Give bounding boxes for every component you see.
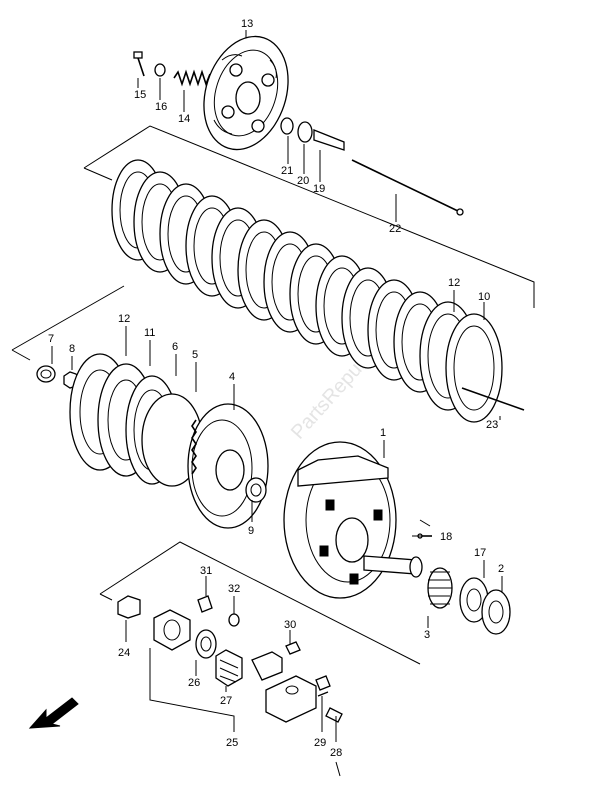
callout-16: 16	[155, 101, 167, 113]
front-direction-arrow-icon	[28, 697, 79, 729]
frame-upper	[83, 125, 535, 308]
callout-28: 28	[330, 747, 342, 759]
thrust-washer-part	[245, 477, 267, 503]
callout-5: 5	[192, 349, 198, 361]
callout-3: 3	[424, 629, 430, 641]
callout-1: 1	[380, 427, 386, 439]
pressure-plate-group	[133, 35, 464, 216]
washer-21-part	[280, 117, 294, 135]
oil-seal-part	[36, 365, 56, 383]
boot-part	[215, 649, 243, 687]
bleeder-cap-part	[285, 641, 301, 655]
washer-part	[154, 63, 166, 77]
callout-23: 23	[486, 419, 498, 431]
clip-29-part	[315, 675, 331, 697]
callout-12-upper: 12	[448, 277, 460, 289]
clutch-spring-part	[173, 69, 211, 87]
washer-32-part	[228, 613, 240, 627]
callout-6: 6	[172, 341, 178, 353]
pressure-plate-part	[203, 35, 289, 151]
callout-24: 24	[118, 647, 130, 659]
callout-30: 30	[284, 619, 296, 631]
frame-middle	[11, 285, 431, 527]
thrust-washer-2-part	[481, 589, 511, 635]
callout-26: 26	[188, 677, 200, 689]
callout-4: 4	[229, 371, 235, 383]
callout-9: 9	[248, 525, 254, 537]
bolt-31-part	[197, 595, 213, 613]
callout-21: 21	[281, 165, 293, 177]
callout-7: 7	[48, 333, 54, 345]
callout-32: 32	[228, 583, 240, 595]
push-rod-23-part	[461, 387, 525, 411]
oil-seal-24-part	[117, 595, 141, 619]
friction-plates-front	[69, 353, 203, 487]
callout-18: 18	[440, 531, 452, 543]
leader-lines	[51, 30, 503, 742]
callout-31: 31	[200, 565, 212, 577]
callout-2: 2	[498, 563, 504, 575]
push-rod-part	[351, 159, 461, 213]
bleeder-valve-part	[325, 707, 343, 723]
release-cylinder-part	[153, 609, 191, 651]
release-body-part	[265, 675, 317, 723]
callout-20: 20	[297, 175, 309, 187]
callout-22: 22	[389, 223, 401, 235]
bolt-part	[133, 51, 145, 77]
release-arm-part	[251, 651, 283, 681]
bearing-part	[297, 121, 313, 143]
callout-14: 14	[178, 113, 190, 125]
seal-26-part	[195, 629, 217, 659]
callout-11: 11	[144, 327, 155, 339]
callout-labels: 13 15 16 14 21 20 19 22 12 10 23 7 8 12 …	[48, 18, 504, 759]
callout-29: 29	[314, 737, 326, 749]
callout-8: 8	[69, 343, 75, 355]
needle-bearing-part	[427, 567, 453, 609]
callout-13: 13	[241, 18, 253, 30]
callout-19: 19	[313, 183, 325, 195]
frame-lower	[99, 541, 421, 777]
callout-25: 25	[226, 737, 238, 749]
clutch-plates-stack	[111, 159, 503, 423]
clutch-housing	[283, 441, 397, 599]
callout-12-lower: 12	[118, 313, 130, 325]
callout-17: 17	[474, 547, 486, 559]
callout-15: 15	[134, 89, 146, 101]
callout-10: 10	[478, 291, 490, 303]
clutch-sleeve-hub	[187, 403, 269, 529]
push-piece-part	[313, 129, 345, 151]
callout-27: 27	[220, 695, 232, 707]
